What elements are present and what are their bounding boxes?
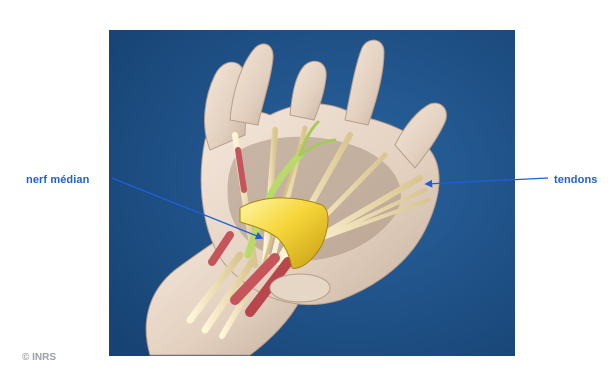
carpal-bones — [270, 274, 330, 302]
label-median-nerve: nerf médian — [26, 174, 89, 186]
label-tendons: tendons — [554, 174, 597, 186]
copyright-credit: © INRS — [22, 352, 56, 363]
